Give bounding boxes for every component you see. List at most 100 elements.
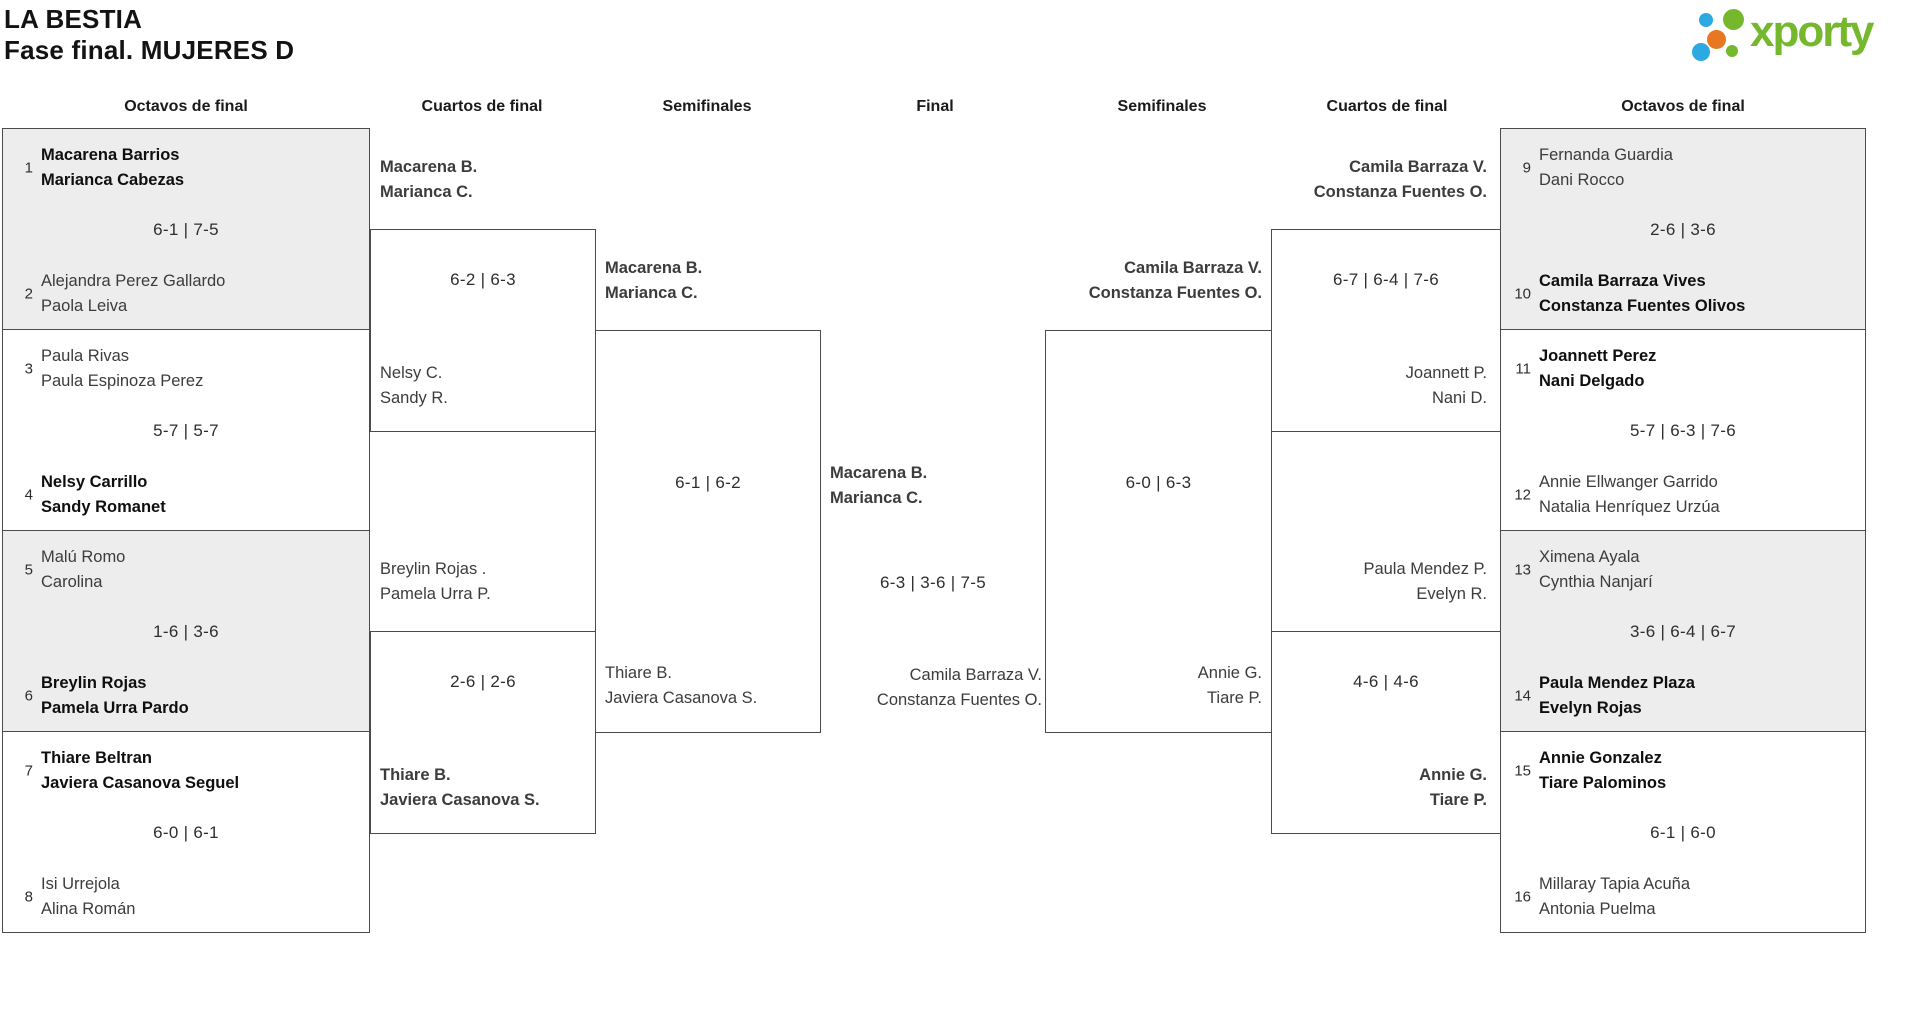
team-pair: 11 Joannett Perez Nani Delgado [1501,344,1865,394]
team-name: Macarena Barrios [41,146,180,164]
team-name: Joannett Perez [1539,347,1657,365]
team-name: Isi Urrejola [41,875,120,893]
team-name: Evelyn Rojas [1539,699,1642,717]
team-name: Paula Mendez P. [1363,560,1487,578]
team-pair: 8 Isi Urrejola Alina Román [3,872,369,922]
team-pair: 7 Thiare Beltran Javiera Casanova Seguel [3,746,369,796]
match-score: 6-2 | 6-3 [450,270,516,289]
seed-number: 3 [24,360,33,378]
team-name: Constanza Fuentes Olivos [1539,297,1746,315]
team-name: Constanza Fuentes O. [1313,183,1487,201]
team-name: Thiare Beltran [41,749,152,767]
runner-up-team: Camila Barraza V. Constanza Fuentes O. [818,663,1042,713]
match-score: 6-3 | 3-6 | 7-5 [880,573,986,592]
team-name: Marianca C. [830,489,923,507]
team-name: Annie G. [1419,766,1487,784]
team-name: Thiare B. [380,766,451,784]
match-score: 6-1 | 6-2 [675,473,741,492]
team-name: Annie Gonzalez [1539,749,1662,767]
match-r16-6: 11 Joannett Perez Nani Delgado 5-7 | 6-3… [1500,329,1866,531]
logo-dot-green-large [1723,9,1744,30]
match-score: 6-1 | 6-0 [1650,823,1716,842]
team-name: Nani Delgado [1539,372,1645,390]
logo-dot-orange [1707,30,1726,49]
xporty-logo: xporty [1688,6,1918,70]
team-name: Paula Rivas [41,347,130,365]
seed-number: 9 [1522,159,1531,177]
match-r16-1: 1 Macarena Barrios Marianca Cabezas 6-1 … [2,128,370,330]
round-header-semis-right: Semifinales [1117,98,1207,115]
team-name: Javiera Casanova S. [380,791,540,809]
team-name: Millaray Tapia Acuña [1539,875,1691,893]
seed-number: 5 [24,561,33,579]
match-score: 6-0 | 6-1 [153,823,219,842]
team-name: Carolina [41,573,103,591]
advancing-team: Macarena B. Marianca C. [605,256,815,306]
team-name: Camila Barraza Vives [1539,272,1706,290]
team-pair: 12 Annie Ellwanger Garrido Natalia Henrí… [1501,470,1865,520]
team-name: Cynthia Nanjarí [1539,573,1653,591]
advancing-team: Thiare B. Javiera Casanova S. [380,763,590,813]
team-name: Breylin Rojas [41,674,147,692]
team-name: Camila Barraza V. [909,666,1042,684]
team-name: Breylin Rojas . [380,560,487,578]
losing-team: Thiare B. Javiera Casanova S. [605,661,817,711]
seed-number: 15 [1514,762,1531,780]
team-name: Camila Barraza V. [1124,259,1262,277]
match-score: 3-6 | 6-4 | 6-7 [1630,622,1736,641]
match-score: 6-0 | 6-3 [1125,473,1192,492]
match-box-sf-2 [1045,330,1272,733]
match-r16-4: 7 Thiare Beltran Javiera Casanova Seguel… [2,731,370,933]
team-name: Alejandra Perez Gallardo [41,272,226,290]
team-pair: 16 Millaray Tapia Acuña Antonia Puelma [1501,872,1865,922]
logo-dot-blue-small [1699,13,1713,27]
team-pair: 13 Ximena Ayala Cynthia Nanjarí [1501,545,1865,595]
match-score: 2-6 | 3-6 [1650,220,1716,239]
team-name: Ximena Ayala [1539,548,1640,566]
seed-number: 16 [1514,888,1531,906]
match-score: 6-1 | 7-5 [153,220,219,239]
team-pair: 2 Alejandra Perez Gallardo Paola Leiva [3,269,369,319]
round-header-cuartos-right: Cuartos de final [1326,98,1448,115]
losing-team: Annie G. Tiare P. [1045,661,1262,711]
team-name: Dani Rocco [1539,171,1625,189]
team-name: Paola Leiva [41,297,128,315]
team-name: Malú Romo [41,548,126,566]
match-r16-5: 9 Fernanda Guardia Dani Rocco 2-6 | 3-6 … [1500,128,1866,330]
match-r16-8: 15 Annie Gonzalez Tiare Palominos 6-1 | … [1500,731,1866,933]
team-name: Alina Román [41,900,136,918]
match-r16-7: 13 Ximena Ayala Cynthia Nanjarí 3-6 | 6-… [1500,530,1866,732]
advancing-team: Camila Barraza V. Constanza Fuentes O. [1271,155,1487,205]
team-pair: 6 Breylin Rojas Pamela Urra Pardo [3,671,369,721]
tournament-name: LA BESTIA [4,4,143,34]
team-pair: 14 Paula Mendez Plaza Evelyn Rojas [1501,671,1865,721]
team-name: Thiare B. [605,664,672,682]
seed-number: 2 [24,285,33,303]
team-name: Annie G. [1197,664,1262,682]
team-name: Nelsy C. [380,364,443,382]
phase-name: Fase final. MUJERES D [4,35,295,65]
team-name: Nelsy Carrillo [41,473,148,491]
team-name: Fernanda Guardia [1539,146,1673,164]
seed-number: 1 [24,159,33,177]
team-name: Marianca Cabezas [41,171,185,189]
team-name: Marianca C. [605,284,698,302]
team-name: Paula Mendez Plaza [1539,674,1695,692]
team-name: Paula Espinoza Perez [41,372,204,390]
logo-dot-blue-large [1692,43,1710,61]
team-name: Natalia Henríquez Urzúa [1539,498,1720,516]
advancing-team: Camila Barraza V. Constanza Fuentes O. [1045,256,1262,306]
round-header-octavos-right: Octavos de final [1621,98,1745,115]
team-name: Annie Ellwanger Garrido [1539,473,1718,491]
team-name: Tiare Palominos [1539,774,1667,792]
team-name: Javiera Casanova S. [605,689,758,707]
round-header-cuartos-left: Cuartos de final [421,98,543,115]
team-name: Macarena B. [380,158,478,176]
team-name: Evelyn R. [1416,585,1487,603]
seed-number: 13 [1514,561,1531,579]
seed-number: 12 [1514,486,1531,504]
team-name: Tiare P. [1429,791,1487,809]
team-pair: 9 Fernanda Guardia Dani Rocco [1501,143,1865,193]
match-score: 5-7 | 6-3 | 7-6 [1630,421,1736,440]
